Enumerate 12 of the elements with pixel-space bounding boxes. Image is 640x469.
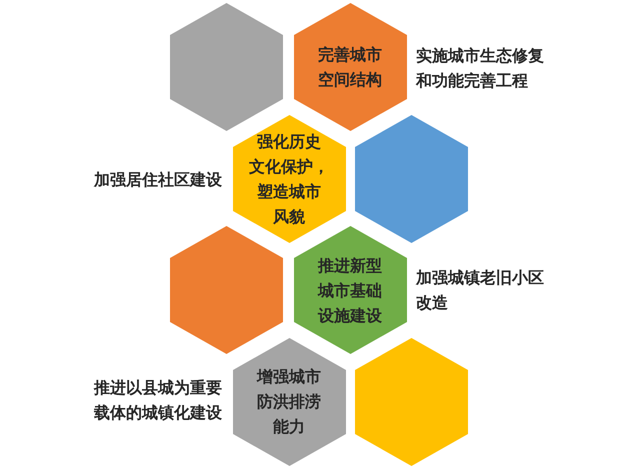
side-label: 加强城镇老旧小区改造 <box>416 266 544 314</box>
hexagon <box>170 3 283 131</box>
hexagon <box>170 226 283 354</box>
side-label: 实施城市生态修复和功能完善工程 <box>416 44 544 92</box>
hexagon-label: 推进新型城市基础设施建设 <box>318 254 382 326</box>
hexagon-label: 强化历史文化保护，塑造城市风貌 <box>249 130 329 228</box>
hexagon <box>354 114 468 242</box>
side-label: 加强居住社区建设 <box>94 168 222 190</box>
hexagon <box>354 338 468 466</box>
hexagon-label: 增强城市防洪排涝能力 <box>257 366 321 438</box>
hexagon-label: 完善城市空间结构 <box>318 44 382 91</box>
side-label: 推进以县城为重要载体的城镇化建设 <box>94 376 222 424</box>
